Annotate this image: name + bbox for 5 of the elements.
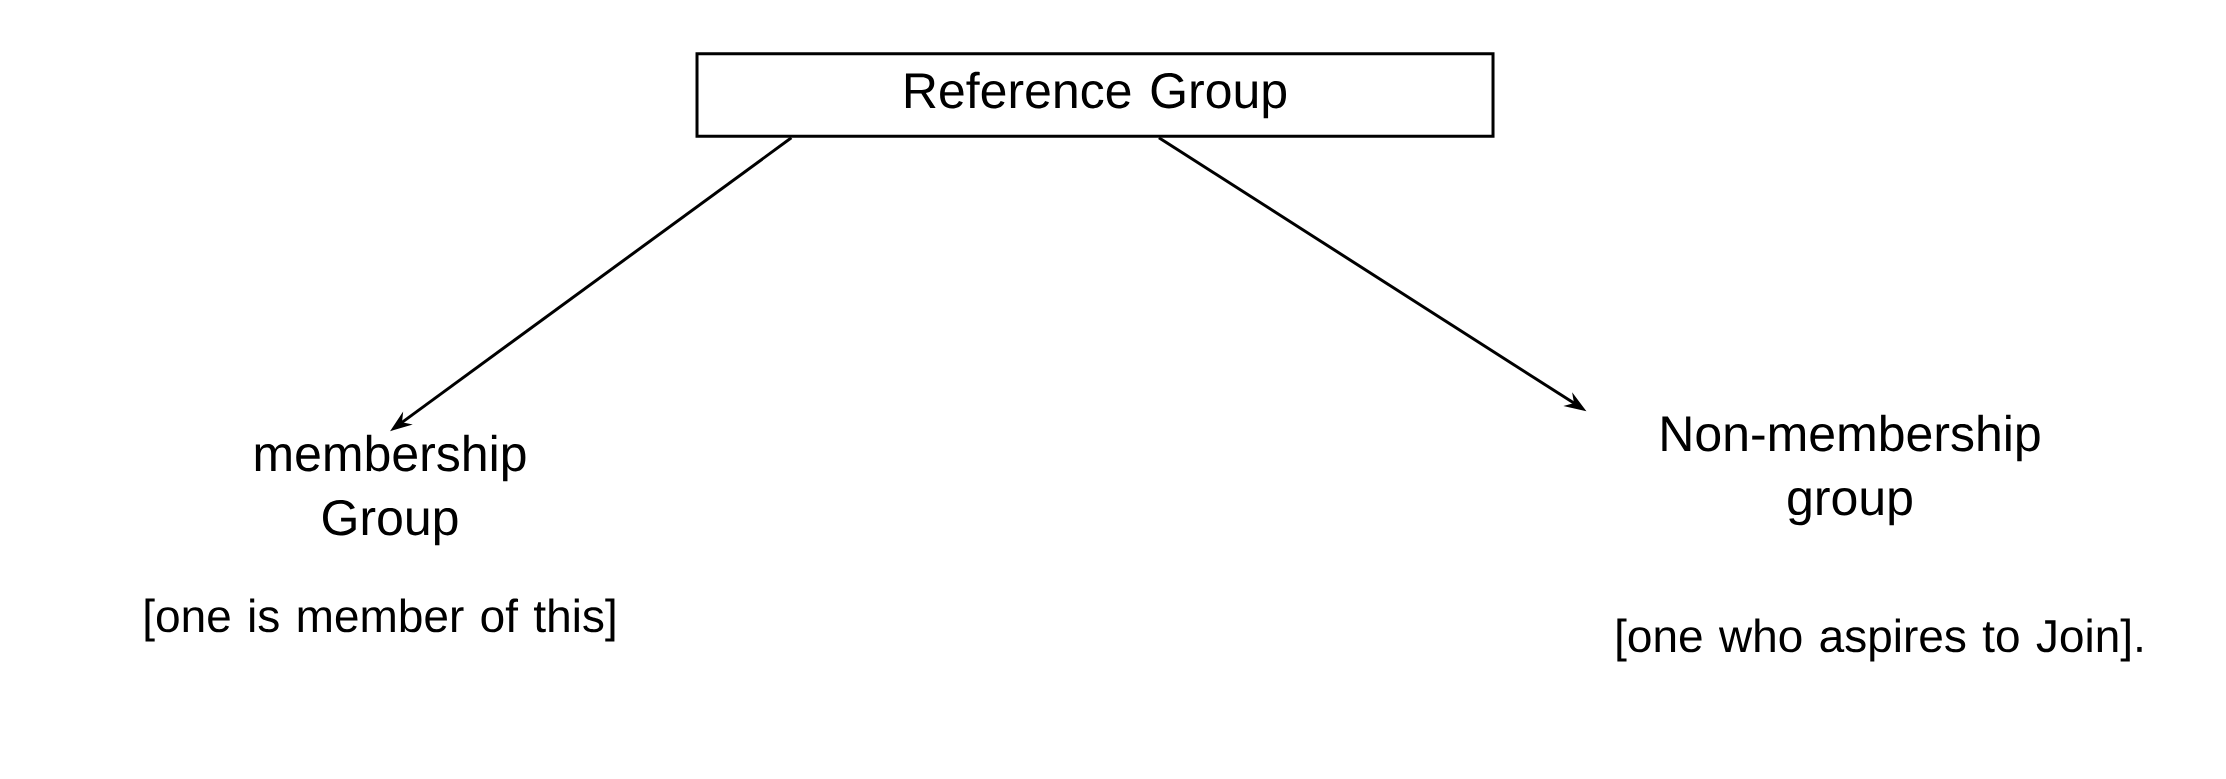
group-label: membership Group: [255, 434, 526, 546]
group-box: Reference Group: [695, 52, 1495, 138]
group-label: Non-membership group: [1662, 414, 2040, 526]
group-description: [one who aspires to Join].: [1617, 618, 2142, 662]
group-description: [one is member of this]: [145, 598, 615, 642]
